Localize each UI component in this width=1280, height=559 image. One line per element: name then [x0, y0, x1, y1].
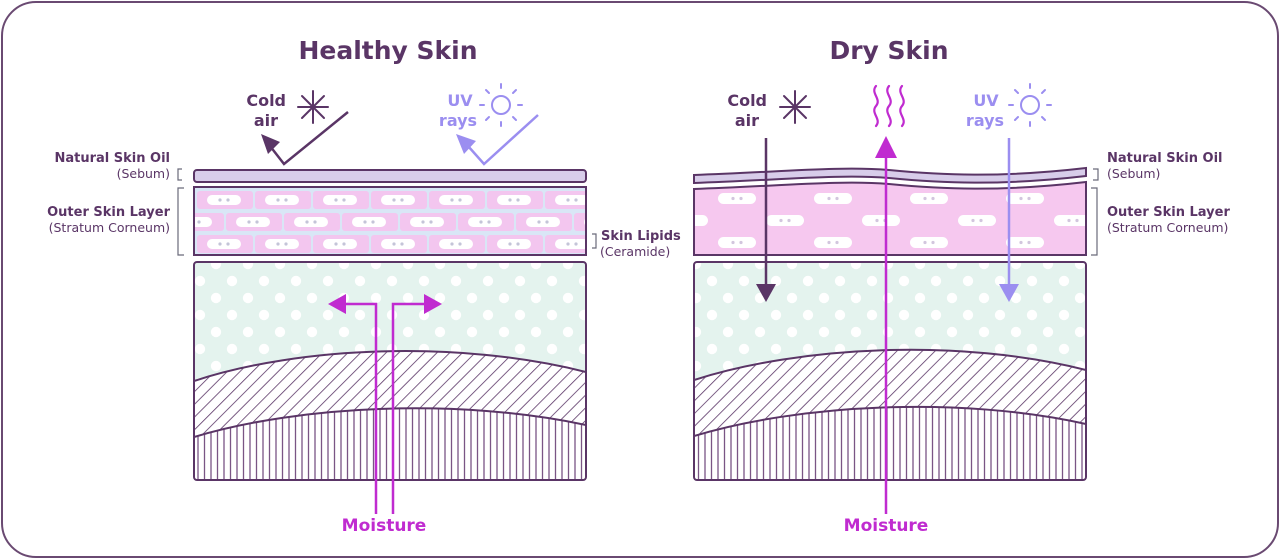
healthy-uv-rays: UV rays	[439, 83, 539, 166]
healthy-skin-panel: Healthy Skin Moisture Cold air	[47, 36, 681, 536]
skin-lipids-label-group: Skin Lipids (Ceramide)	[592, 229, 681, 259]
dry-skin-title: Dry Skin	[829, 36, 948, 65]
sebum-sublabel: (Sebum)	[117, 166, 170, 181]
snowflake-icon	[779, 90, 811, 124]
dry-uv-label-2: rays	[966, 111, 1004, 130]
sun-icon	[479, 83, 523, 127]
dry-lower-layers	[693, 261, 1087, 481]
snowflake-icon	[297, 90, 329, 124]
healthy-sebum-layer	[193, 169, 587, 183]
healthy-lower-layers	[193, 261, 587, 481]
dry-stratum-corneum	[693, 180, 1087, 256]
dry-moisture-escape	[873, 84, 905, 514]
dry-sebum-sublabel: (Sebum)	[1107, 166, 1160, 181]
dry-uv-label-1: UV	[973, 91, 999, 110]
dry-cold-label-2: air	[735, 111, 759, 130]
healthy-uv-label-1: UV	[447, 91, 473, 110]
dry-uv-rays: UV rays	[966, 83, 1052, 302]
healthy-cold-air: Cold air	[246, 90, 349, 166]
dry-sebum-layer	[693, 166, 1087, 185]
healthy-stratum-corneum	[193, 186, 587, 256]
healthy-cold-label-1: Cold	[246, 91, 286, 110]
lipids-sublabel: (Ceramide)	[600, 244, 670, 259]
dry-moisture-label: Moisture	[844, 516, 929, 536]
dry-cold-label-1: Cold	[727, 91, 767, 110]
healthy-uv-label-2: rays	[439, 111, 477, 130]
moisture-retained-arrows	[328, 294, 442, 514]
dry-cold-air: Cold air	[727, 90, 811, 302]
dry-sebum-label: Natural Skin Oil	[1107, 151, 1223, 166]
heat-waves-icon	[873, 84, 905, 128]
healthy-layer-labels: Natural Skin Oil (Sebum) Outer Skin Laye…	[47, 151, 184, 256]
dry-skin-panel: Dry Skin Cold air	[693, 36, 1230, 536]
sebum-label: Natural Skin Oil	[55, 151, 171, 166]
dry-outer-layer-label: Outer Skin Layer	[1107, 205, 1230, 220]
outer-layer-label: Outer Skin Layer	[47, 205, 170, 220]
healthy-moisture-label: Moisture	[342, 516, 427, 536]
dry-outer-layer-sublabel: (Stratum Corneum)	[1107, 220, 1228, 235]
outer-layer-sublabel: (Stratum Corneum)	[49, 220, 170, 235]
healthy-skin-title: Healthy Skin	[298, 36, 477, 65]
healthy-cold-label-2: air	[254, 111, 278, 130]
dry-layer-labels: Natural Skin Oil (Sebum) Outer Skin Laye…	[1091, 151, 1230, 256]
lipids-label: Skin Lipids	[601, 229, 681, 244]
sun-icon	[1008, 83, 1052, 127]
